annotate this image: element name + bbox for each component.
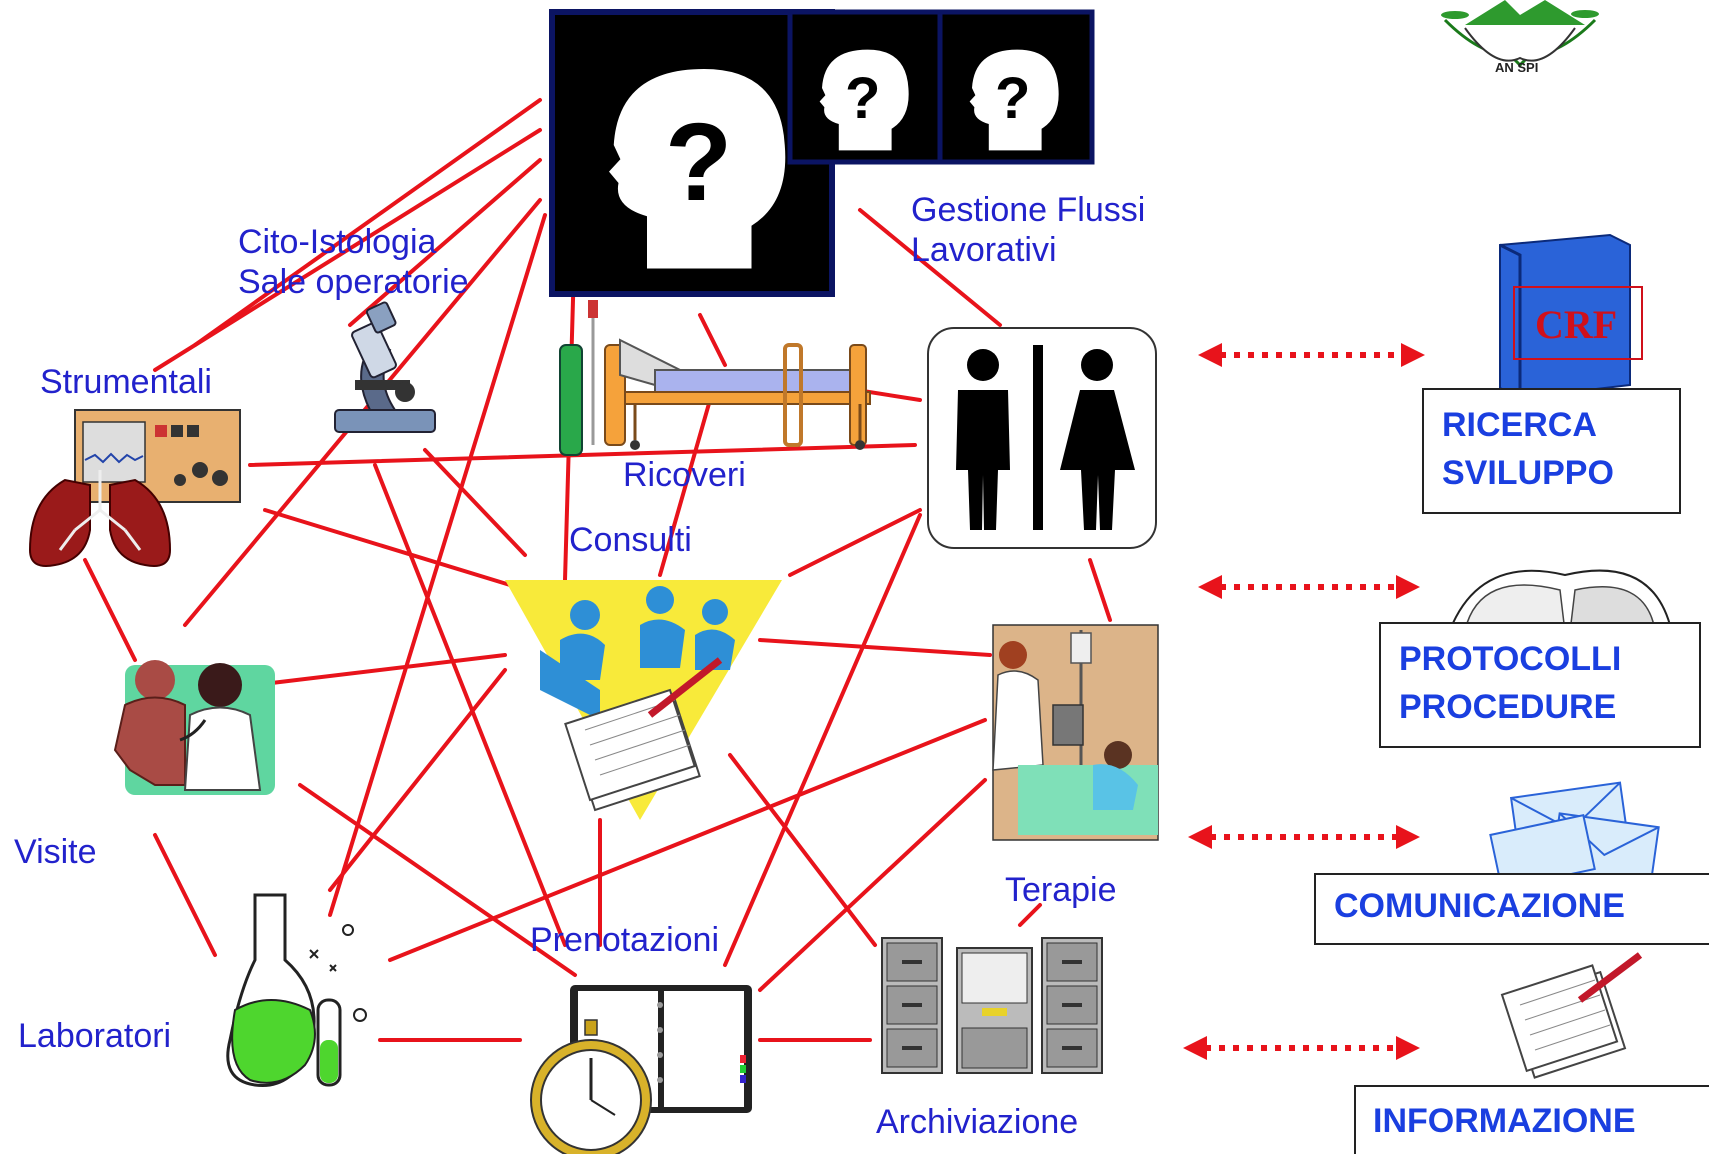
protocolli-line2: PROCEDURE bbox=[1399, 687, 1617, 726]
question-mark: ? bbox=[845, 66, 880, 131]
ricoveri-label: Ricoveri bbox=[623, 456, 746, 494]
cito-line2: Sale operatorie bbox=[238, 263, 469, 302]
gestione-label: Gestione Flussi Lavorativi bbox=[911, 190, 1145, 270]
logo-text: AN SPI bbox=[1495, 60, 1538, 75]
ricerca-line1: RICERCA bbox=[1442, 406, 1597, 444]
strumentali-label: Strumentali bbox=[40, 363, 212, 401]
question-mark: ? bbox=[995, 66, 1030, 131]
ricerca-line2: SVILUPPO bbox=[1442, 453, 1614, 492]
question-mark: ? bbox=[665, 101, 732, 224]
archiviazione-label: Archiviazione bbox=[876, 1103, 1079, 1141]
prenotazioni-label: Prenotazioni bbox=[530, 921, 720, 959]
protocolli-box bbox=[1379, 622, 1701, 748]
informazione-label: INFORMAZIONE bbox=[1373, 1102, 1636, 1140]
laboratori-label: Laboratori bbox=[18, 1017, 172, 1055]
comunicazione-box bbox=[1314, 873, 1709, 945]
cito-label: Cito-Istologia Sale operatorie bbox=[238, 222, 469, 302]
protocolli-label: PROTOCOLLI PROCEDURE bbox=[1399, 636, 1621, 731]
crf-label: CRF bbox=[1535, 302, 1617, 347]
ricerca-box bbox=[1422, 388, 1681, 514]
consulti-label: Consulti bbox=[569, 521, 692, 559]
gestione-line2: Lavorativi bbox=[911, 231, 1057, 270]
ricerca-label: RICERCA SVILUPPO bbox=[1442, 402, 1614, 497]
cito-line1: Cito-Istologia bbox=[238, 223, 437, 261]
visite-label: Visite bbox=[14, 833, 97, 871]
gestione-line1: Gestione Flussi bbox=[911, 191, 1146, 229]
informazione-box bbox=[1354, 1085, 1709, 1154]
terapie-label: Terapie bbox=[1005, 871, 1117, 909]
protocolli-line1: PROTOCOLLI bbox=[1399, 640, 1622, 678]
comunicazione-label: COMUNICAZIONE bbox=[1334, 887, 1625, 925]
